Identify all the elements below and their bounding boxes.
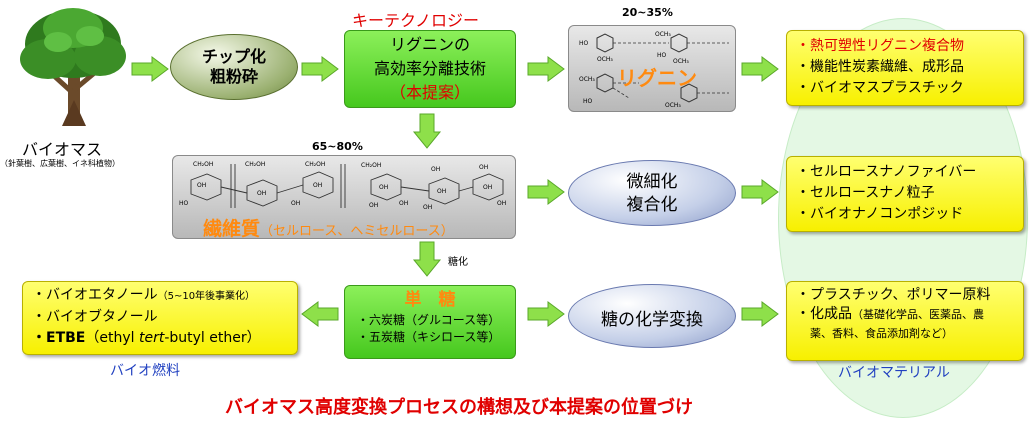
- arrow-right-icon: [301, 56, 339, 82]
- chem-product-3: 薬、香料、食品添加剤など）: [810, 327, 953, 340]
- arrow-right-icon: [527, 56, 565, 82]
- fiber-percent: 65~80%: [312, 140, 363, 153]
- fiber-atom: OH: [313, 182, 323, 189]
- biofuel-label: バイオ燃料: [110, 363, 180, 379]
- fiber-atom: OH: [423, 204, 433, 211]
- arrow-right-icon: [741, 301, 779, 327]
- biomass-sub: （針葉樹、広葉樹、イネ科植物）: [0, 159, 120, 168]
- fiber-atom: OH: [483, 184, 493, 191]
- lignin-atom: OCH₃: [673, 58, 689, 65]
- lignin-atom: OCH₃: [597, 56, 613, 63]
- arrow-right-icon: [527, 179, 565, 205]
- key-tech-box: リグニンの 高効率分離技術 （本提案）: [344, 30, 516, 108]
- saccharify-label: 糖化: [448, 257, 468, 268]
- key-tech-title: キーテクノロジー: [352, 11, 480, 30]
- fiber-atom: HO: [179, 200, 189, 207]
- footer-caption: バイオマス高度変換プロセスの構想及び本提案の位置づけ: [225, 397, 693, 418]
- tree-icon: [20, 8, 126, 126]
- fiber-label-paren: （セルロース、ヘミセルロース）: [260, 224, 454, 239]
- micro-line2: 複合化: [626, 195, 678, 215]
- sugar-title: 単 糖: [404, 290, 456, 310]
- key-tech-line2: 高効率分離技術: [373, 59, 486, 78]
- lignin-products-box: ・熱可塑性リグニン複合物 ・機能性炭素繊維、成形品 ・バイオマスプラスチック: [786, 30, 1024, 106]
- fiber-atom: OH: [369, 202, 379, 209]
- fiber-atom: OH: [479, 164, 489, 171]
- sugar-item-1: ・六炭糖（グルコース等）: [357, 313, 501, 327]
- micro-line1: 微細化: [626, 172, 678, 192]
- fuel-item-1: ・バイオエタノール: [32, 287, 158, 303]
- lignin-label: リグニン: [617, 66, 697, 90]
- arrow-right-icon: [131, 56, 169, 82]
- arrow-left-icon: [301, 301, 339, 327]
- fiber-atom: OH: [257, 190, 267, 197]
- cellulose-structure-diagram: [190, 164, 504, 208]
- fuel-item-2: ・バイオブタノール: [32, 309, 158, 325]
- monosaccharide-box: 単 糖 ・六炭糖（グルコース等） ・五炭糖（キシロース等）: [344, 285, 516, 359]
- lignin-product-1: ・熱可塑性リグニン複合物: [796, 38, 964, 54]
- cellulose-product-2: ・セルロースナノ粒子: [796, 185, 935, 201]
- chem-product-2-note: （基礎化学品、医薬品、農: [852, 308, 984, 321]
- chem-label: 糖の化学変換: [601, 310, 703, 330]
- lignin-atom: OCH₃: [579, 76, 595, 83]
- chemical-products-box: ・プラスチック、ポリマー原料 ・化成品（基礎化学品、医薬品、農 薬、香料、食品添…: [786, 281, 1024, 361]
- biofuel-products-box: ・バイオエタノール（5~10年後事業化） ・バイオブタノール ・ETBE（eth…: [22, 281, 298, 355]
- key-tech-line3: （本提案）: [389, 83, 470, 102]
- lignin-atom: HO: [583, 98, 593, 105]
- fiber-label: 繊維質: [203, 218, 261, 240]
- fiber-atom: CH₂OH: [361, 162, 382, 169]
- arrow-right-icon: [741, 56, 779, 82]
- fiber-atom: OH: [197, 182, 207, 189]
- cellulose-products-box: ・セルロースナノファイバー ・セルロースナノ粒子 ・バイオナノコンポジッド: [786, 156, 1024, 232]
- lignin-atom: HO: [657, 52, 667, 59]
- lignin-structure-diagram: [596, 33, 729, 103]
- key-tech-line1: リグニンの: [389, 35, 470, 54]
- fuel-item-1-note: （5~10年後事業化）: [157, 291, 256, 302]
- chem-product-2: ・化成品: [796, 306, 852, 322]
- lignin-atom: OCH₃: [665, 102, 681, 109]
- sugar-chemical-conversion-oval: 糖の化学変換: [568, 284, 736, 348]
- sugar-item-2: ・五炭糖（キシロース等）: [357, 330, 501, 344]
- fiber-atom: OH: [431, 166, 441, 173]
- micro-composite-oval: 微細化 複合化: [568, 160, 736, 226]
- fiber-atom: CH₂OH: [245, 161, 266, 168]
- arrow-down-icon: [412, 113, 442, 149]
- biomass-label: バイオマス: [22, 140, 103, 159]
- fiber-atom: OH: [379, 184, 389, 191]
- fiber-atom: CH₂OH: [305, 161, 326, 168]
- chip-line2: 粗粉砕: [209, 67, 258, 86]
- fiber-atom: OH: [291, 200, 301, 207]
- arrow-down-icon: [412, 241, 442, 277]
- lignin-atom: HO: [579, 40, 589, 47]
- cellulose-product-3: ・バイオナノコンポジッド: [796, 206, 964, 222]
- fiber-atom: CH₂OH: [193, 161, 214, 168]
- chip-line1: チップ化: [201, 47, 266, 66]
- lignin-percent: 20~35%: [622, 6, 673, 19]
- fuel-etbe-a: （ethyl: [85, 330, 139, 346]
- fuel-etbe-italic: tert: [138, 330, 165, 346]
- fiber-atom: OH: [437, 188, 447, 195]
- cellulose-product-1: ・セルロースナノファイバー: [796, 164, 977, 180]
- arrow-right-icon: [741, 179, 779, 205]
- lignin-product-2: ・機能性炭素繊維、成形品: [796, 59, 964, 75]
- fuel-etbe: ・ETBE: [32, 330, 86, 346]
- fiber-atom: OH: [399, 200, 409, 207]
- fiber-atom: OH: [497, 200, 507, 207]
- lignin-product-3: ・バイオマスプラスチック: [796, 80, 964, 96]
- biomaterial-label: バイオマテリアル: [838, 365, 950, 381]
- arrow-right-icon: [527, 301, 565, 327]
- chip-grinding-oval: チップ化 粗粉砕: [170, 34, 298, 100]
- fuel-etbe-b: -butyl ether）: [164, 330, 261, 346]
- lignin-atom: OCH₃: [655, 31, 671, 38]
- fiber-structure-box: CH₂OH OH HO CH₂OH OH CH₂OH OH OH CH₂OH O…: [172, 155, 516, 240]
- lignin-structure-box: HO OCH₃ OCH₃ HO OCH₃ HO OCH₃ OCH₃ リグニン: [568, 25, 736, 112]
- chem-product-1: ・プラスチック、ポリマー原料: [796, 287, 991, 303]
